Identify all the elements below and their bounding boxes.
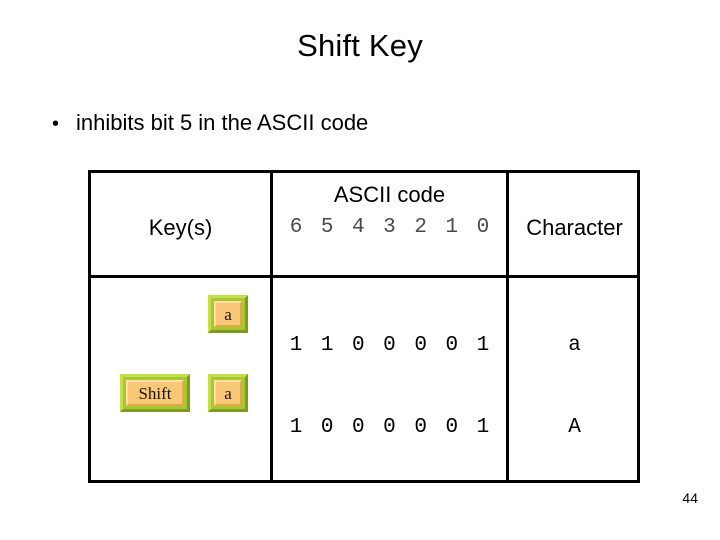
code-bit-4: 0: [352, 334, 365, 357]
bullet-text: inhibits bit 5 in the ASCII code: [76, 110, 369, 135]
table-header-ascii-code: ASCII code 6 5 4 3 2 1 0: [273, 173, 506, 275]
bit-label-6: 6: [289, 216, 303, 239]
table-cell-character: a A: [509, 278, 640, 480]
table-header-character: Character: [509, 173, 640, 275]
page-number: 44: [682, 490, 698, 506]
keycap-shift[interactable]: Shift: [120, 374, 190, 412]
character-value-row-1: a: [568, 334, 581, 357]
code-bit-5: 1: [320, 334, 334, 357]
table-column-divider-2: [506, 173, 509, 480]
character-value-row-2: A: [568, 416, 581, 439]
table-header-keys-label: Key(s): [148, 215, 213, 240]
code-bit-3: 0: [383, 416, 396, 439]
code-bit-3: 0: [383, 334, 396, 357]
table-header-bit-labels: 6 5 4 3 2 1 0: [273, 214, 506, 242]
code-bit-0: 1: [476, 334, 490, 357]
code-bit-6: 1: [289, 334, 303, 357]
ascii-shift-table: Key(s) ASCII code 6 5 4 3 2 1 0 Characte…: [88, 170, 640, 483]
bullet-list-item: • inhibits bit 5 in the ASCII code: [52, 108, 672, 139]
keycap-shift-label: Shift: [126, 380, 184, 406]
keycap-a-row1-label: a: [214, 301, 242, 327]
bit-label-0: 0: [476, 216, 490, 239]
code-bit-0: 1: [476, 416, 490, 439]
code-bit-2: 0: [414, 334, 427, 357]
bit-label-4: 4: [352, 216, 365, 239]
bit-label-5: 5: [320, 216, 334, 239]
bit-label-3: 3: [383, 216, 396, 239]
keycap-a-row2[interactable]: a: [208, 374, 248, 412]
table-cell-keys: a Shift a: [91, 278, 270, 480]
table-header-ascii-code-label: ASCII code: [333, 182, 446, 207]
table-cell-ascii-code: 1 1 0 0 0 0 1 1 0 0 0 0 0 1: [273, 278, 506, 480]
code-bit-6: 1: [289, 416, 303, 439]
slide-title: Shift Key: [297, 28, 423, 63]
bit-label-2: 2: [414, 216, 427, 239]
code-bit-2: 0: [414, 416, 427, 439]
table-column-divider-1: [270, 173, 273, 480]
ascii-code-row-1: 1 1 0 0 0 0 1: [273, 333, 506, 359]
table-header-character-label: Character: [526, 215, 623, 240]
code-bit-1: 0: [445, 334, 459, 357]
bit-label-1: 1: [445, 216, 459, 239]
keycap-a-row2-label: a: [214, 380, 242, 406]
bullet-marker-icon: •: [52, 113, 60, 135]
code-bit-5: 0: [320, 416, 334, 439]
table-header-keys: Key(s): [91, 173, 270, 275]
keycap-a-row1[interactable]: a: [208, 295, 248, 333]
code-bit-1: 0: [445, 416, 459, 439]
code-bit-4: 0: [352, 416, 365, 439]
table-header-divider: [91, 275, 637, 278]
table-body: a Shift a 1 1 0 0 0 0 1: [91, 278, 637, 480]
ascii-code-row-2: 1 0 0 0 0 0 1: [273, 415, 506, 441]
